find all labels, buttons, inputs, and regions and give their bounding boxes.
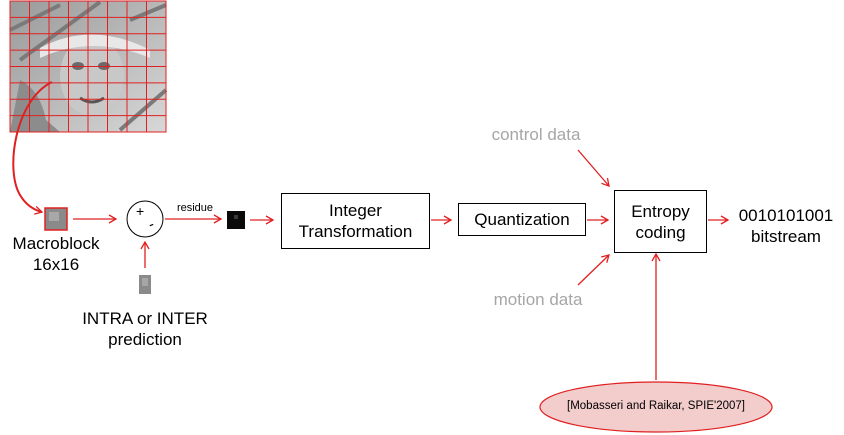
integer-transformation-line1: Integer — [329, 201, 382, 220]
prediction-label-line2: prediction — [108, 330, 182, 349]
subtractor-plus: + — [136, 203, 145, 219]
macroblock-label-line1: Macroblock — [12, 234, 100, 253]
macroblock-grid — [9, 0, 167, 133]
prediction-thumbnail — [139, 275, 151, 294]
quantization-label: Quantization — [474, 210, 570, 229]
quantization-box: Quantization — [458, 203, 586, 236]
macroblock-label-line2: 16x16 — [32, 255, 80, 274]
motion-data-label: motion data — [493, 290, 583, 309]
residue-thumbnail — [227, 211, 245, 229]
control-data-arrow — [577, 149, 610, 187]
control-data-label: control data — [491, 125, 581, 144]
citation-label: [Mobasseri and Raikar, SPIE'2007] — [567, 400, 745, 412]
macroblock-thumbnail — [44, 207, 68, 231]
entropy-coding-line1: Entropy — [631, 201, 690, 221]
integer-transformation-box: Integer Transformation — [281, 193, 430, 249]
extract-macroblock-arrow — [12, 81, 53, 215]
residue-label: residue — [176, 202, 214, 214]
prediction-label: INTRA or INTER prediction — [60, 308, 230, 350]
bitstream-text: bitstream — [751, 227, 821, 246]
bitstream-label: 0010101001 bitstream — [730, 205, 842, 247]
prediction-label-line1: INTRA or INTER — [82, 309, 208, 328]
bitstream-bits: 0010101001 — [738, 206, 834, 225]
subtractor-circle — [126, 200, 164, 238]
entropy-coding-line2: coding — [635, 222, 686, 242]
integer-transformation-line2: Transformation — [298, 222, 413, 241]
motion-data-arrow — [577, 254, 610, 286]
citation-ellipse — [539, 381, 773, 433]
macroblock-label: Macroblock 16x16 — [0, 233, 112, 275]
entropy-coding-box: Entropy coding — [614, 190, 707, 253]
